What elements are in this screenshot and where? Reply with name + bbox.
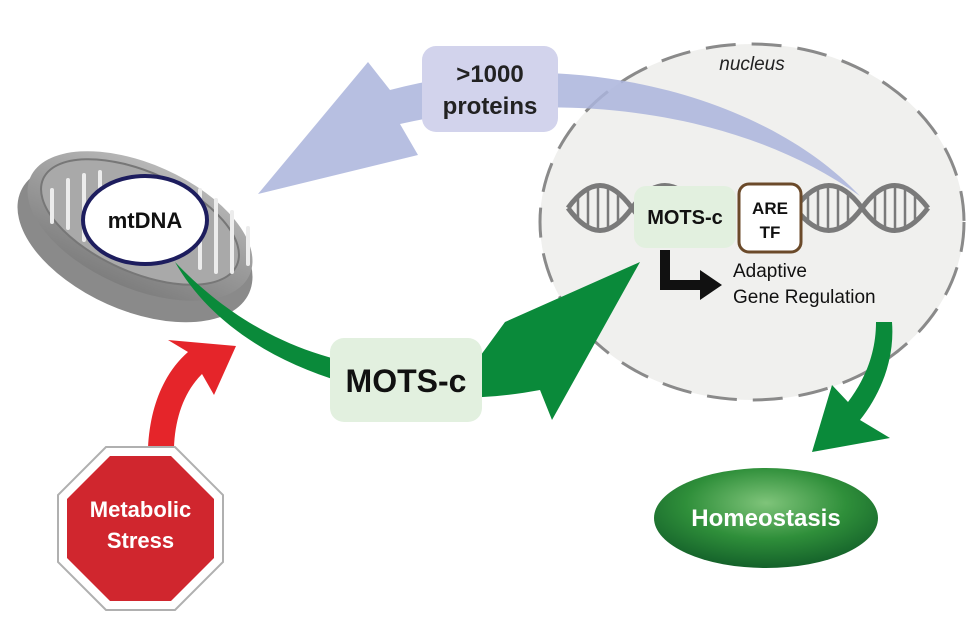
proteins-count: >1000 — [456, 61, 523, 88]
regulation-line2: Gene Regulation — [733, 287, 876, 308]
are-tf-box: ARE TF — [737, 182, 803, 254]
regulation-arrow-icon — [660, 250, 722, 300]
mtdna-label: mtDNA — [108, 208, 183, 233]
mots-c-peptide-label: MOTS-c — [346, 363, 467, 399]
homeostasis-label: Homeostasis — [691, 505, 840, 532]
tf-label: TF — [760, 223, 781, 242]
mots-c-gene-box: MOTS-c — [634, 186, 736, 248]
stop-sign-icon: Metabolic Stress — [57, 446, 224, 611]
stress-arrow — [148, 340, 236, 448]
proteins-box: >1000 proteins — [422, 46, 558, 132]
proteins-word: proteins — [443, 93, 538, 120]
regulation-line1: Adaptive — [733, 261, 807, 282]
homeostasis-node: Homeostasis — [654, 468, 878, 568]
mots-c-gene-label: MOTS-c — [647, 207, 723, 229]
nucleus-label: nucleus — [719, 54, 785, 75]
stress-line1: Metabolic — [90, 497, 191, 522]
proteins-arrow — [258, 62, 860, 196]
homeostasis-arrow — [812, 322, 893, 452]
mots-c-peptide-box: MOTS-c — [330, 338, 482, 422]
mots-c-arrow — [175, 262, 640, 420]
stress-line2: Stress — [107, 528, 174, 553]
are-label: ARE — [752, 199, 788, 218]
mtdna-oval — [81, 174, 209, 266]
